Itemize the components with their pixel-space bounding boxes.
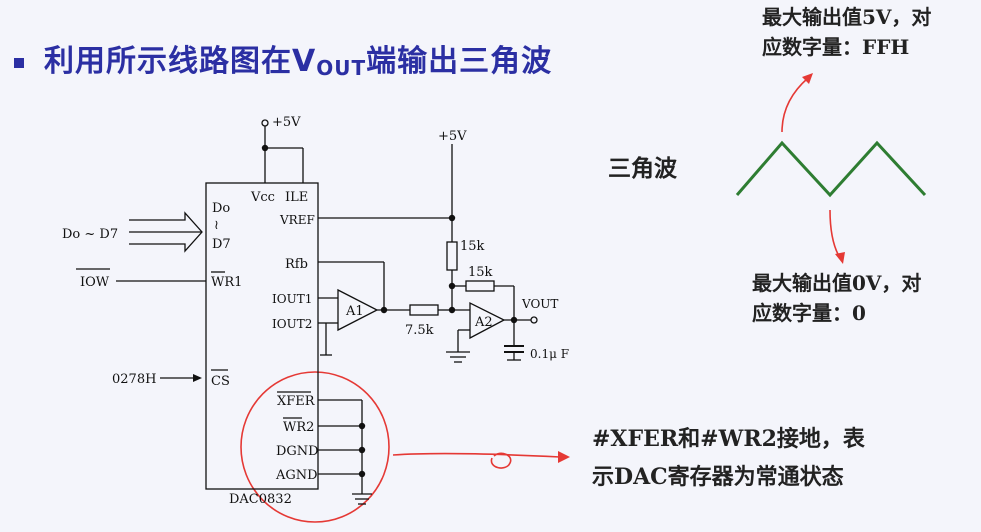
arrow-to-note-xfer-head bbox=[558, 451, 570, 463]
pin-ile: ILE bbox=[285, 190, 308, 205]
pin-rfb: Rfb bbox=[285, 257, 308, 272]
red-loop bbox=[490, 452, 512, 469]
triangle-wave bbox=[735, 140, 927, 198]
arrow-to-min bbox=[829, 209, 841, 259]
opamp-a1 bbox=[337, 288, 379, 332]
label-cap: 0.1μ F bbox=[530, 347, 569, 361]
arrow-to-max-head bbox=[802, 73, 813, 84]
pin-vref: VREF bbox=[279, 213, 315, 227]
label-vcc2: +5V bbox=[438, 129, 467, 144]
note-max-0v: 最大输出值0V，对 应数字量：0 bbox=[752, 271, 922, 325]
pin-iout2: IOUT2 bbox=[272, 317, 312, 331]
pin-tilde: ≀ bbox=[214, 218, 219, 233]
pin-wr2: WR2 bbox=[283, 420, 314, 435]
pin-iout1: IOUT1 bbox=[272, 292, 312, 306]
note-max-5v: 最大输出值5V，对 应数字量：FFH bbox=[762, 5, 932, 59]
highlight-circle bbox=[240, 371, 390, 523]
label-amp1: A1 bbox=[345, 304, 364, 319]
resistor-7-5k bbox=[409, 304, 439, 316]
wave-label: 三角波 bbox=[608, 155, 677, 182]
pin-d0: Do bbox=[212, 201, 230, 216]
pin-wr1: WR1 bbox=[211, 275, 242, 290]
arrow-to-min-head bbox=[835, 252, 845, 264]
label-iow: IOW bbox=[80, 275, 110, 290]
vout-terminal bbox=[530, 316, 538, 324]
opamp-a2 bbox=[469, 301, 506, 340]
pin-agnd: AGND bbox=[275, 468, 318, 483]
label-r-15k-b: 15k bbox=[468, 265, 493, 280]
label-data-in: Do ~ D7 bbox=[62, 227, 118, 242]
arrow-to-note-xfer bbox=[392, 452, 561, 458]
dac-chip bbox=[205, 182, 319, 490]
label-vout: VOUT bbox=[521, 297, 558, 311]
label-r-15k-a: 15k bbox=[460, 239, 485, 254]
note-xfer: #XFER和#WR2接地，表 示DAC寄存器为常通状态 bbox=[592, 426, 865, 490]
resistor-15k-feedback bbox=[465, 280, 495, 292]
label-addr: 0278H bbox=[112, 372, 156, 387]
arrow-to-max bbox=[781, 77, 809, 133]
resistor-15k-vertical bbox=[446, 241, 458, 271]
chip-name: DAC0832 bbox=[229, 492, 292, 507]
pin-dgnd: DGND bbox=[276, 444, 319, 459]
pin-xfer: XFER bbox=[277, 394, 316, 409]
label-r-7-5k: 7.5k bbox=[405, 323, 434, 338]
pin-vcc: Vcc bbox=[250, 190, 275, 205]
label-amp2: A2 bbox=[474, 315, 493, 330]
pin-d7: D7 bbox=[212, 237, 231, 252]
vcc1-terminal bbox=[261, 119, 269, 127]
label-vcc1: +5V bbox=[272, 115, 301, 130]
slide-title: 利用所示线路图在VOUT端输出三角波 bbox=[44, 44, 553, 80]
pin-cs: CS bbox=[211, 374, 230, 389]
bullet-square bbox=[14, 58, 24, 68]
